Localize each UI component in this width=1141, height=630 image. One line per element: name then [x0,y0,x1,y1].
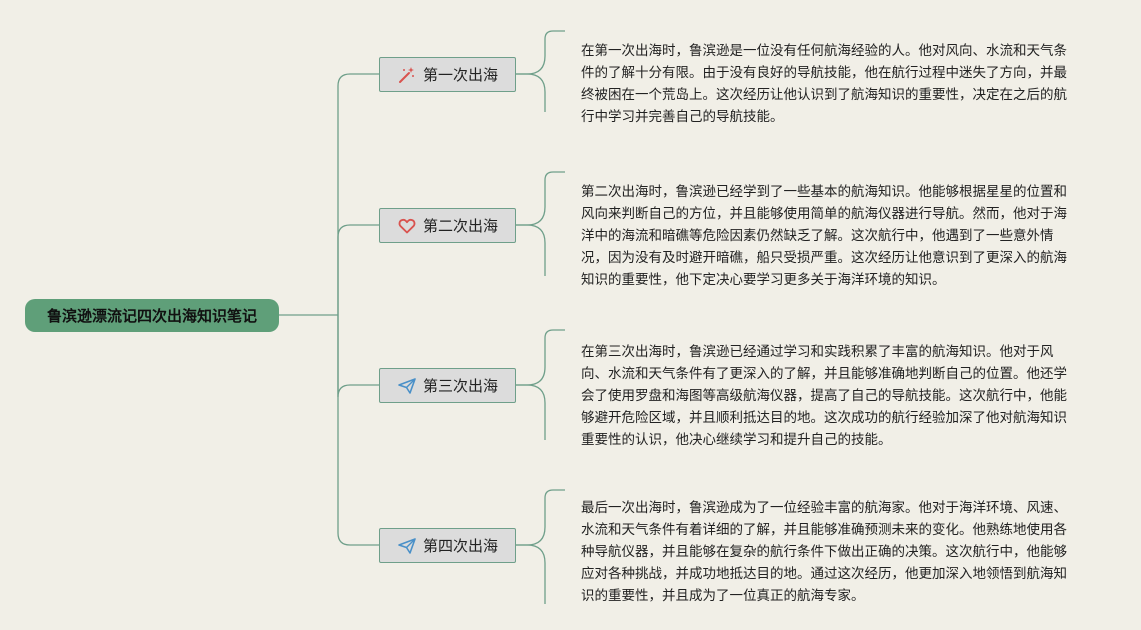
branch-node-1[interactable]: 第一次出海 [379,57,516,92]
bracket-1 [516,30,565,75]
branch-label-4: 第四次出海 [422,537,498,555]
branch-node-4[interactable]: 第四次出海 [379,528,516,563]
branch-label-1: 第一次出海 [422,66,498,84]
branch-3-description: 在第三次出海时，鲁滨逊已经通过学习和实践积累了丰富的航海知识。他对于风向、水流和… [581,344,1067,448]
bracket-4b [516,544,546,604]
bracket-2b [516,224,546,276]
paper-plane-icon [397,536,417,556]
bracket-4 [516,489,565,546]
bracket-2 [516,171,565,226]
root-title: 鲁滨逊漂流记四次出海知识笔记 [46,307,257,325]
root-node[interactable]: 鲁滨逊漂流记四次出海知识笔记 [25,299,279,332]
trunk-to-branch-2 [337,224,379,315]
branch-label-2: 第二次出海 [422,217,498,235]
trunk-to-branch-1 [337,73,379,315]
magic-wand-icon [397,65,417,85]
branch-node-2[interactable]: 第二次出海 [379,208,516,243]
branch-2-description: 第二次出海时，鲁滨逊已经学到了一些基本的航海知识。他能够根据星星的位置和风向来判… [581,184,1067,288]
branch-label-3: 第三次出海 [422,377,498,395]
bracket-3b [516,384,546,440]
bracket-3 [516,329,565,386]
heart-icon [397,216,417,236]
bracket-1b [516,73,546,112]
trunk-to-branch-4 [337,315,379,546]
paper-plane-icon [397,376,417,396]
branch-4-description: 最后一次出海时，鲁滨逊成为了一位经验丰富的航海家。他对于海洋环境、风速、水流和天… [581,500,1067,604]
branch-1-description: 在第一次出海时，鲁滨逊是一位没有任何航海经验的人。他对风向、水流和天气条件的了解… [581,43,1067,125]
trunk-to-branch-3 [337,315,379,398]
branch-node-3[interactable]: 第三次出海 [379,368,516,403]
